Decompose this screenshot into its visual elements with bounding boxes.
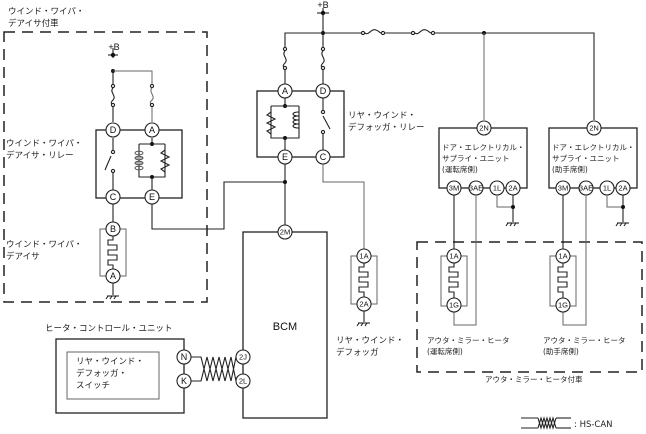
label-wiper-deicer-relay: ウインド・ワイパ・デアイサ・リレー	[6, 139, 82, 161]
label-rear-defogger-relay: リヤ・ウインド・デフォッガ・リレー	[348, 111, 425, 133]
coil-icon	[134, 150, 144, 171]
svg-text:1L: 1L	[603, 184, 611, 193]
fuse-icon	[282, 46, 288, 85]
switch-icon	[322, 115, 331, 130]
svg-text:2M: 2M	[280, 228, 290, 237]
wiper-deicer: B A	[99, 204, 127, 300]
svg-text:1L: 1L	[493, 184, 501, 193]
svg-text:E: E	[282, 152, 288, 162]
wiper-deicer-relay: D A C E	[95, 122, 183, 205]
svg-text:1G: 1G	[449, 301, 459, 310]
svg-text:C: C	[320, 152, 327, 162]
svg-text:2A: 2A	[359, 300, 368, 309]
power-supply-left: +B	[108, 42, 153, 84]
svg-text:D: D	[110, 125, 117, 135]
ground-icon	[105, 295, 119, 300]
fuse-icon	[410, 29, 436, 36]
ground-icon	[615, 222, 629, 227]
coil-icon	[292, 111, 300, 129]
fuse-icon	[110, 83, 116, 122]
group-outer-mirror-heater: アウタ・ミラー・ヒータ付車	[416, 241, 643, 384]
svg-text:2N: 2N	[589, 124, 599, 133]
svg-text:1G: 1G	[558, 301, 568, 310]
svg-text:3AE: 3AE	[579, 184, 593, 193]
legend-label: : HS-CAN	[574, 420, 613, 430]
rear-defogger: 1A 2A	[350, 248, 378, 327]
legend-hs-can: : HS-CAN	[521, 416, 613, 430]
svg-text:ドア・エレクトリカル・サプライ・ユニット(助手席側): ドア・エレクトリカル・サプライ・ユニット(助手席側)	[552, 143, 635, 174]
label-wiper-deicer: ウインド・ワイパ・デアイサ	[6, 240, 82, 262]
fuse-icon	[149, 83, 155, 122]
svg-text:2J: 2J	[239, 353, 247, 362]
label-heater-control-unit: ヒータ・コントロール・ユニット	[45, 324, 173, 334]
heater-control-unit: リヤ・ウインド・デフォッガ・スイッチ N K	[55, 338, 192, 414]
svg-text:2N: 2N	[479, 124, 489, 133]
heater-element-icon	[358, 263, 369, 297]
svg-text:A: A	[149, 125, 155, 135]
power-label-center: +B	[317, 0, 328, 10]
svg-text:N: N	[181, 352, 188, 362]
svg-text:A: A	[282, 86, 288, 96]
group-label-outer-mirror-heater: アウタ・ミラー・ヒータ付車	[485, 374, 583, 384]
ground-icon	[505, 222, 519, 227]
fuse-icon	[360, 29, 386, 36]
switch-icon	[104, 155, 112, 171]
power-label-left: +B	[108, 42, 119, 52]
svg-text:B: B	[110, 224, 116, 234]
svg-text:A: A	[110, 271, 116, 281]
bcm: BCM 2M 2J 2L	[235, 224, 328, 419]
svg-text:K: K	[181, 376, 187, 386]
svg-text:アウタ・ミラー・ヒータ(運転席側): アウタ・ミラー・ヒータ(運転席側)	[427, 336, 510, 356]
svg-text:C: C	[110, 192, 117, 202]
resistor-icon	[265, 111, 277, 135]
ground-icon	[356, 322, 370, 327]
group-wiper-deicer	[3, 31, 208, 303]
resistor-icon	[159, 149, 171, 173]
svg-text:3AE: 3AE	[469, 184, 483, 193]
hs-can-twisted-pair	[191, 356, 237, 382]
group-boundary-wiper-deicer	[3, 31, 208, 303]
svg-text:3M: 3M	[449, 184, 459, 193]
svg-text:アウタ・ミラー・ヒータ(助手席側): アウタ・ミラー・ヒータ(助手席側)	[543, 336, 626, 356]
svg-text:1A: 1A	[558, 252, 567, 261]
svg-text:E: E	[149, 192, 155, 202]
rear-defogger-relay: A D E C	[256, 83, 345, 165]
svg-text:ドア・エレクトリカル・サプライ・ユニット(運転席側): ドア・エレクトリカル・サプライ・ユニット(運転席側)	[442, 143, 525, 174]
group-title-wiper-deicer: ウインド・ワイパ・デアイサ付車	[8, 7, 84, 29]
mirror-heater-passenger: 1A 1G アウタ・ミラー・ヒータ(助手席側)	[543, 195, 626, 356]
door-unit-passenger: ドア・エレクトリカル・サプライ・ユニット(助手席側) 2N 3M 3AE 1L …	[548, 120, 638, 227]
label-rear-defogger: リヤ・ウインド・デフォッガ	[336, 336, 404, 358]
svg-text:D: D	[320, 86, 327, 96]
heater-element-icon	[107, 236, 118, 270]
svg-text:1A: 1A	[449, 252, 458, 261]
label-rear-defogger-switch: リヤ・ウインド・デフォッガ・スイッチ	[76, 357, 144, 391]
mirror-heater-driver: 1A 1G アウタ・ミラー・ヒータ(運転席側)	[427, 195, 510, 356]
svg-text:3M: 3M	[558, 184, 568, 193]
heater-element-icon	[557, 263, 568, 299]
bcm-label: BCM	[273, 321, 297, 333]
heater-element-icon	[448, 263, 459, 299]
fuse-icon	[320, 46, 326, 85]
svg-text:1A: 1A	[359, 252, 368, 261]
door-unit-driver: ドア・エレクトリカル・サプライ・ユニット(運転席側) 2N 3M 3AE 1L …	[438, 120, 528, 227]
power-supply-center: +B	[284, 0, 595, 120]
svg-text:2A: 2A	[618, 184, 627, 193]
svg-text:2A: 2A	[508, 184, 517, 193]
svg-text:2L: 2L	[239, 377, 247, 386]
